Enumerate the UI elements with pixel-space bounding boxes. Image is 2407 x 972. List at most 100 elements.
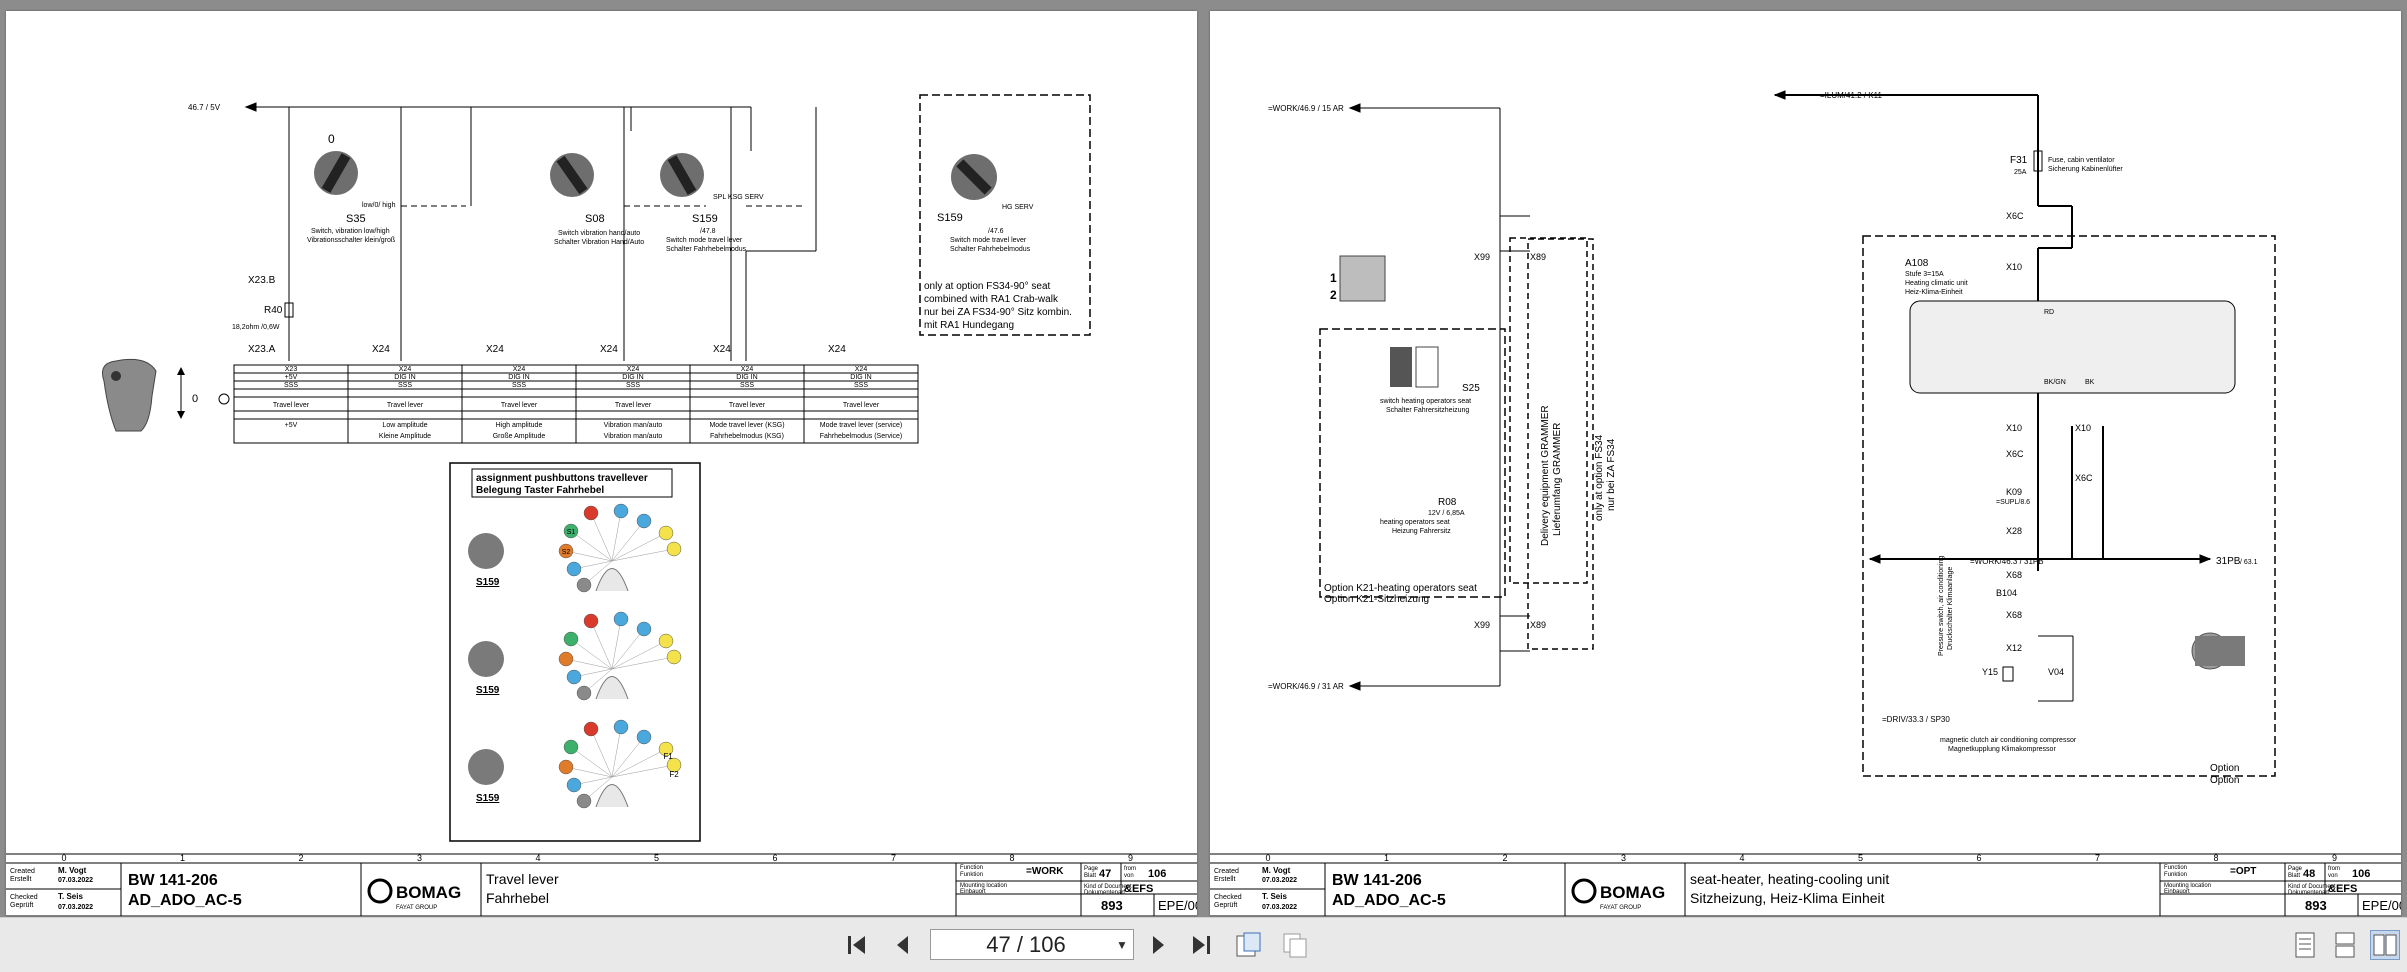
svg-text:X89: X89 [1530,620,1546,630]
revision: EPE/00 [2362,898,2401,913]
svg-text:X6C: X6C [2006,211,2024,221]
function-label: Function [960,865,983,871]
x23a-label: X23.A [248,344,276,355]
continuous-view-icon[interactable] [2330,930,2360,960]
svg-text:X24: X24 [828,344,846,355]
checked-label-de: Geprüft [10,902,33,909]
table-cell: Travel lever [501,402,538,409]
table-cell: DIG IN [850,374,871,381]
svg-text:nur bei ZA FS34: nur bei ZA FS34 [1606,438,1617,511]
last-page-icon[interactable] [1186,930,1216,960]
svg-text:X99: X99 [1474,620,1490,630]
table-cell: High amplitude [496,422,543,429]
grid-number: 2 [298,853,303,863]
table-cell: DIG IN [622,374,643,381]
mounting-label: Mounting location [2164,883,2211,889]
created-label: Created [10,868,35,875]
assignment-button [563,739,579,755]
grid-number: 9 [2332,853,2337,863]
from-label: from [1124,866,1136,872]
svg-text:only at option FS34-90° seat: only at option FS34-90° seat [924,281,1051,292]
kind-label-de: Dokumentenart [2288,890,2329,896]
checked-date: 07.03.2022 [58,904,93,911]
table-cell: Travel lever [843,402,880,409]
assignment-button [613,719,629,735]
svg-text:magnetic clutch air conditioni: magnetic clutch air conditioning compres… [1940,737,2077,744]
svg-text:X68: X68 [2006,610,2022,620]
svg-text:Option: Option [2210,775,2239,786]
bomag-logo-icon [367,878,393,904]
table-cell: Travel lever [273,402,310,409]
svg-text:/47.6: /47.6 [988,228,1004,235]
table-cell: SSS [740,382,754,389]
svg-text:K09: K09 [2006,487,2022,497]
switch-s08-label: S08 [585,213,605,225]
r40-value: 18,2ohm /0,6W [232,324,280,331]
page-selector[interactable]: 47 / 106 ▼ [930,929,1134,960]
brand: BOMAG [396,883,461,902]
rotary-switch-s08 [550,153,594,197]
table-cell: SSS [512,382,526,389]
table-cell: X24 [627,366,640,373]
checked-label: Checked [10,894,38,901]
svg-text:low/0/ high: low/0/ high [362,202,396,209]
grid-number: 0 [61,853,66,863]
function-value: =WORK [1026,866,1064,877]
mode-switch-label: S159 [476,577,500,588]
grid-number: 9 [1128,853,1133,863]
assignment-button [666,541,682,557]
svg-text:X24: X24 [372,344,390,355]
svg-text:Option K21-Sitzheizung: Option K21-Sitzheizung [1324,594,1429,605]
assignment-button [583,505,599,521]
x23b-label: X23.B [248,275,276,286]
next-page-icon[interactable] [1143,930,1173,960]
grid-number: 0 [1265,853,1270,863]
assignment-button [636,729,652,745]
chevron-down-icon: ▼ [1116,937,1128,952]
svg-text:S25: S25 [1462,383,1480,394]
assignment-title-de: Belegung Taster Fahrhebel [476,485,604,496]
previous-page-icon[interactable] [888,930,918,960]
lever-head [595,568,629,592]
single-page-view-icon[interactable] [2290,930,2320,960]
table-cell: Große Amplitude [493,433,546,440]
svg-text:/47.8: /47.8 [700,228,716,235]
first-page-icon[interactable] [842,930,872,960]
assignment-button [563,523,579,539]
svg-text:B104: B104 [1996,588,2017,598]
mounting-label: Mounting location [960,883,1007,889]
table-cell: Mode travel lever (KSG) [709,422,784,429]
table-cell: +5V [285,374,298,381]
page-label: Page [1084,866,1099,872]
checked-by: T. Seis [1262,892,1287,901]
svg-text:Schalter Fahrhebelmodus: Schalter Fahrhebelmodus [950,246,1031,253]
viewer-toolbar: 47 / 106 ▼ [0,917,2407,972]
table-cell: Mode travel lever (service) [820,422,902,429]
svg-text:X6C: X6C [2006,449,2024,459]
created-by: M. Vogt [1262,866,1291,875]
svg-text:nur bei ZA FS34-90° Sitz kombi: nur bei ZA FS34-90° Sitz kombin. [924,307,1072,318]
copy-icon[interactable] [1280,930,1310,960]
two-page-view-icon[interactable] [2370,930,2400,960]
title-de: Fahrhebel [486,890,549,906]
svg-text:X89: X89 [1530,252,1546,262]
zero-label: 0 [328,132,335,146]
svg-text:X28: X28 [2006,526,2022,536]
svg-text:Option: Option [2210,763,2239,774]
function-label-de: Funktion [2164,872,2187,878]
svg-text:Magnetkupplung Klimakompressor: Magnetkupplung Klimakompressor [1948,746,2056,753]
page-value: 47 [1099,868,1111,880]
rotate-icon[interactable] [1234,930,1264,960]
checked-date: 07.03.2022 [1262,904,1297,911]
svg-text:Heating climatic unit: Heating climatic unit [1905,280,1968,287]
table-cell: SSS [626,382,640,389]
svg-text:25A: 25A [2014,169,2027,176]
assignment-button [613,503,629,519]
function-label: Function [2164,865,2187,871]
svg-text:switch heating operators seat: switch heating operators seat [1380,398,1471,405]
from-label-de: von [2328,873,2338,879]
grid-number: 3 [1621,853,1626,863]
